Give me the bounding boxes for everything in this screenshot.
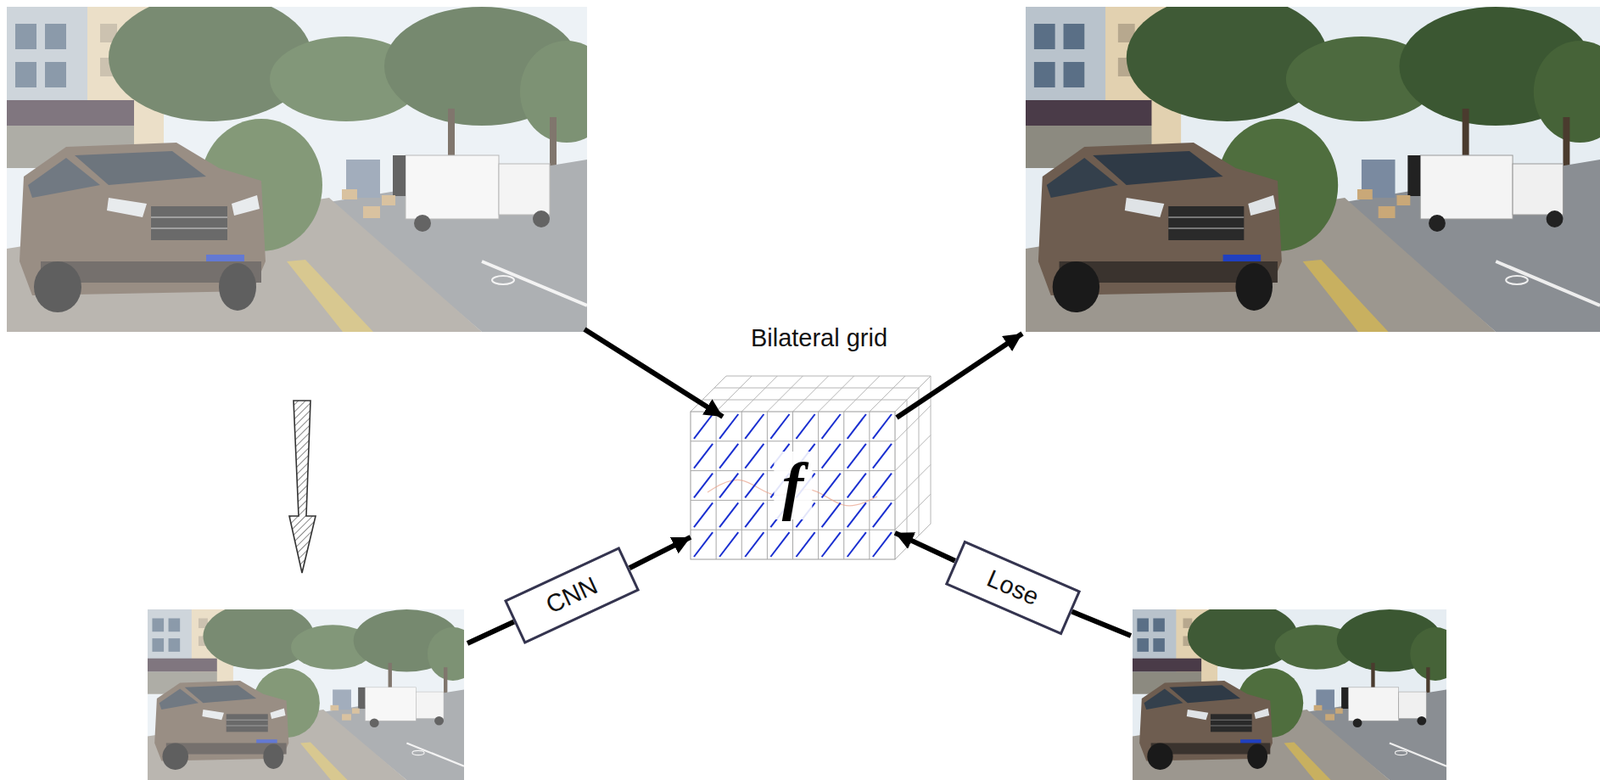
grid-line: [716, 375, 752, 412]
grid-cells: [690, 411, 896, 560]
connector-arrow: [629, 537, 691, 568]
coefficient-line: [744, 473, 764, 498]
grid-line: [868, 411, 870, 560]
grid-line: [930, 375, 932, 524]
bilateral-grid: Bilateral gridf: [690, 411, 896, 560]
coefficient-line: [719, 473, 739, 498]
grid-line: [844, 375, 880, 412]
grid-line: [690, 529, 896, 531]
coefficient-line: [872, 443, 892, 469]
box-label: Lose: [982, 562, 1044, 611]
coefficient-line: [847, 413, 867, 439]
box-label: CNN: [541, 570, 603, 620]
coefficient-line: [847, 473, 867, 498]
coefficient-line: [796, 413, 816, 439]
downsample-arrow: [289, 400, 316, 573]
grid-line: [895, 435, 931, 471]
coefficient-line: [693, 413, 713, 439]
coefficient-line: [744, 443, 764, 469]
coefficient-line: [847, 502, 867, 527]
grid-line: [741, 375, 778, 412]
coefficient-line: [822, 413, 841, 439]
coefficient-line: [847, 531, 867, 557]
input-arrow: [584, 329, 723, 417]
washed-overlay: [147, 609, 465, 780]
coefficient-line: [693, 473, 713, 498]
coefficient-line: [796, 531, 816, 557]
coefficient-line: [693, 443, 713, 469]
grid-depth-lines: [690, 375, 931, 560]
coefficient-line: [744, 531, 764, 557]
bilateral-grid-figure: [690, 375, 931, 560]
coefficient-line: [872, 473, 892, 498]
coefficient-line: [822, 502, 841, 527]
coefficient-line: [822, 443, 841, 469]
grid-line: [766, 375, 803, 412]
grid-line: [766, 411, 768, 560]
affine-coefficients: [693, 413, 892, 557]
output-photo: [1025, 0, 1600, 332]
coefficient-line: [744, 502, 764, 527]
grid-line: [716, 411, 717, 560]
grid-front-face: [690, 411, 896, 560]
coefficient-line: [872, 502, 892, 527]
washed-overlay: [6, 6, 588, 332]
grid-line: [843, 411, 845, 560]
label-box: Lose: [945, 539, 1081, 635]
grid-line: [817, 411, 819, 560]
coefficient-line: [719, 443, 739, 469]
coefficient-line: [872, 531, 892, 557]
coefficient-line: [693, 502, 713, 527]
coefficient-line: [719, 531, 739, 557]
low-res-target-photo: [1132, 602, 1461, 780]
coefficient-line: [770, 413, 789, 439]
function-symbol: f: [773, 451, 812, 520]
grid-line: [741, 411, 743, 560]
coefficient-line: [744, 413, 764, 439]
output-arrow: [896, 333, 1023, 418]
input-photo: [6, 0, 614, 332]
grid-line: [895, 493, 931, 530]
coefficient-line: [822, 531, 841, 557]
grid-line: [690, 440, 896, 442]
low-res-input-photo: [147, 602, 479, 780]
label-box: CNN: [503, 546, 640, 644]
coefficient-line: [693, 531, 713, 557]
coefficient-line: [770, 531, 789, 557]
grid-line: [895, 405, 931, 442]
connector-arrow: [895, 532, 956, 561]
grid-line: [818, 375, 855, 412]
grid-line: [793, 375, 829, 412]
coefficient-line: [872, 413, 892, 439]
grid-line: [869, 375, 906, 412]
coefficient-line: [719, 413, 739, 439]
coefficient-line: [822, 473, 841, 498]
grid-line: [906, 399, 908, 548]
grid-line: [895, 464, 931, 500]
grid-title: Bilateral grid: [750, 323, 888, 353]
grid-line: [918, 387, 920, 536]
coefficient-line: [719, 502, 739, 527]
coefficient-line: [847, 443, 867, 469]
